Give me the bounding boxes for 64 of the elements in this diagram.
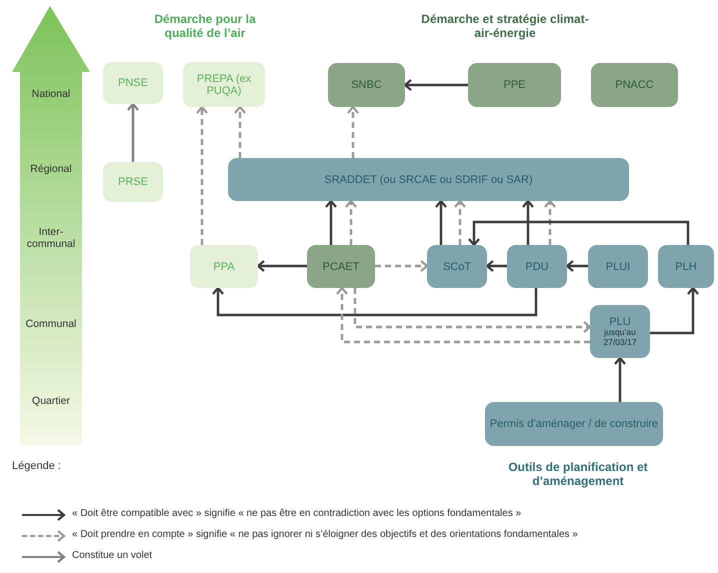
arrow (234, 106, 246, 158)
arrow (566, 260, 588, 272)
box-label: PPA (213, 260, 235, 272)
box-label: PLUI (606, 260, 630, 272)
arrow (126, 102, 140, 162)
legend-text: « Doit être compatible avec » signifie « ne pas être en contradiction avec les options fondamentales » (72, 508, 522, 519)
arrow (375, 260, 428, 272)
box-label: PLH (675, 260, 697, 272)
arrow (486, 260, 507, 272)
arrow (344, 200, 358, 245)
section-heading: Démarche et stratégie climat-air-énergie (420, 12, 590, 40)
plan-box (590, 305, 650, 358)
plan-box (588, 245, 648, 288)
legend-text: Constitue un volet (72, 550, 152, 561)
arrow (544, 200, 556, 245)
arrow (454, 200, 466, 245)
section-heading: Démarche pour la qualité de l’air (153, 12, 257, 40)
arrow (522, 200, 534, 245)
arrow (434, 200, 448, 245)
arrow (354, 288, 592, 334)
plan-box (658, 245, 714, 288)
level-label: Régional (29, 163, 73, 175)
arrow (404, 78, 468, 92)
level-label: National (30, 88, 72, 100)
plan-box (183, 62, 265, 107)
box-label: SCoT (442, 260, 472, 272)
box-label: PNACC (615, 79, 654, 91)
plan-box (103, 62, 163, 104)
plan-box (103, 162, 163, 202)
level-label: Communal (24, 318, 78, 330)
level-label: Inter- communal (26, 226, 76, 250)
arrow (614, 356, 626, 402)
plan-box (507, 245, 567, 288)
box-label: PREPA (ex PUQA) (196, 72, 252, 96)
arrow (196, 106, 208, 245)
arrow (212, 286, 538, 316)
arrow (256, 260, 307, 272)
box-label: PDU (525, 260, 549, 272)
arrow (324, 200, 338, 245)
box-label: SNBC (351, 79, 382, 91)
box-note: jusqu’au 27/03/17 (602, 328, 638, 348)
legend-text: « Doit prendre en compte » signifie « ne pas ignorer ni s’éloigner des objectifs et des orientations fondamentales » (72, 529, 578, 540)
plan-box (190, 245, 258, 288)
plan-box (228, 158, 629, 201)
box-label: PNSE (118, 77, 148, 89)
box-label: PRSE (118, 176, 148, 188)
plan-box (468, 63, 561, 107)
section-heading: Outils de planification et d’aménagement (507, 460, 649, 488)
box-label: PPE (503, 79, 526, 91)
plan-box (485, 402, 663, 446)
plan-box (591, 63, 678, 107)
legend-title: Légende : (12, 460, 62, 472)
box-label: PCAET (322, 260, 360, 272)
arrow (346, 106, 360, 158)
plan-box (307, 245, 375, 288)
arrow (336, 286, 590, 344)
arrow (650, 286, 700, 334)
box-label: SRADDET (ou SRCAE ou SDRIF ou SAR) (324, 174, 533, 186)
arrow (468, 220, 690, 246)
box-label: Permis d’aménager / de construire (490, 418, 658, 430)
level-label: Quartier (31, 395, 71, 407)
plan-box (427, 245, 487, 288)
box-label: PLU (609, 316, 631, 328)
plan-box (328, 63, 405, 107)
